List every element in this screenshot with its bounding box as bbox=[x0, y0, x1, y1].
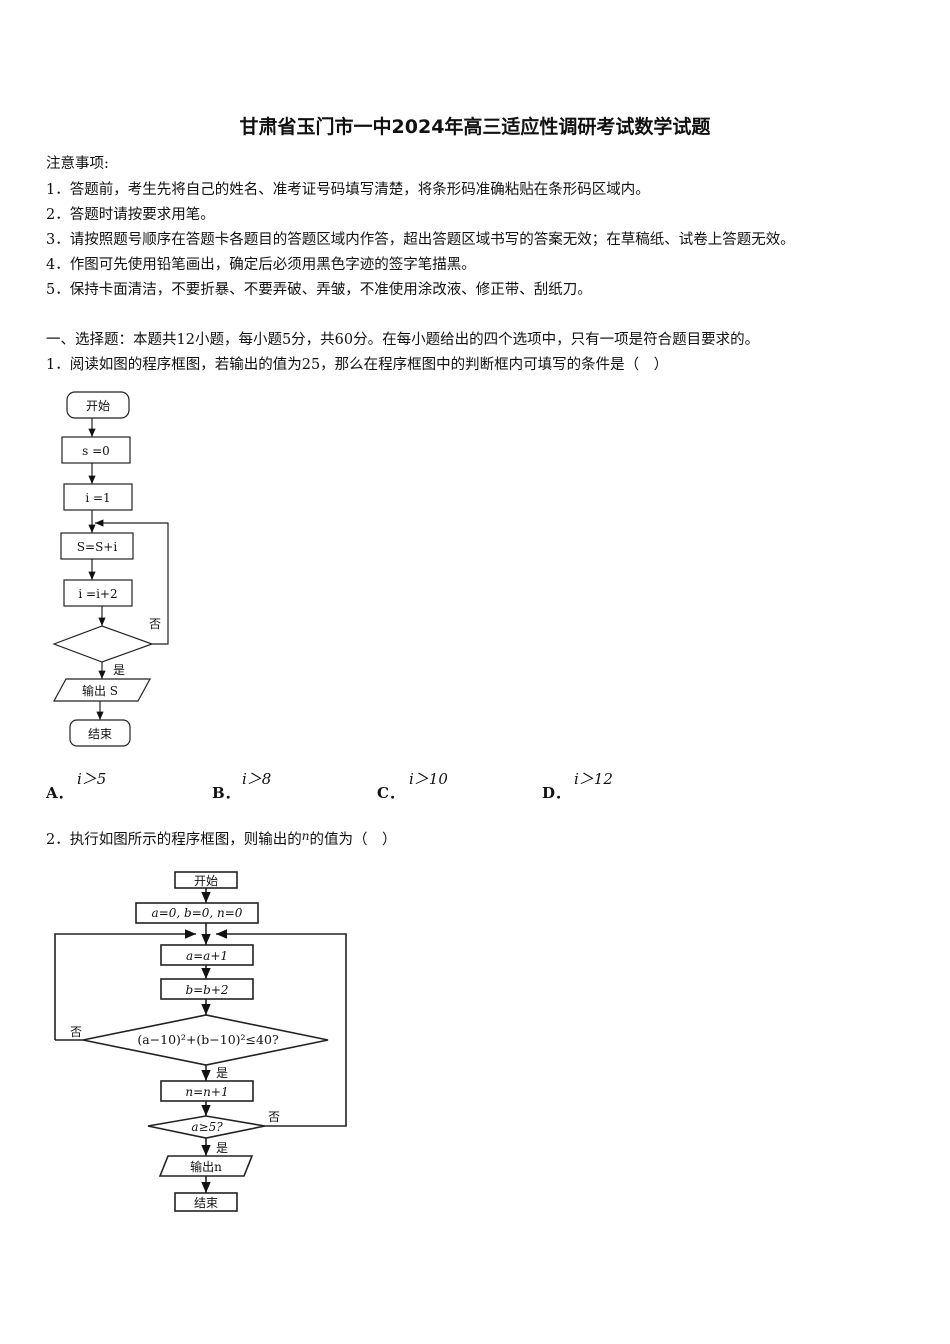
left-loop-line bbox=[54, 929, 196, 1040]
option-a-value: i＞5 bbox=[77, 770, 107, 788]
flow1-ss-label: S=S+i bbox=[77, 540, 118, 554]
s-update-box bbox=[60, 532, 134, 560]
question-1-stem: 1．阅读如图的程序框图，若输出的值为25，那么在程序框图中的判断框内可填写的条件… bbox=[46, 357, 669, 373]
s-init-box bbox=[61, 436, 131, 464]
condition2-diamond bbox=[147, 1115, 266, 1139]
init-box bbox=[135, 902, 259, 924]
question-2-stem-var: n bbox=[301, 829, 310, 843]
notice-item-5: 5．保持卡面清洁，不要折暴、不要弄破、弄皱，不准使用涂改液、修正带、刮纸刀。 bbox=[46, 282, 592, 298]
flow2-no2-label: 否 bbox=[268, 1110, 280, 1124]
output-parallelogram bbox=[158, 1155, 254, 1177]
flow2-a-label: a=a+1 bbox=[186, 949, 228, 963]
flow2-start-label: 开始 bbox=[194, 874, 218, 888]
flow2-init-label: a=0, b=0, n=0 bbox=[152, 906, 243, 920]
end-box bbox=[174, 1192, 238, 1212]
option-d-value: i＞12 bbox=[574, 770, 613, 788]
notice-heading: 注意事项: bbox=[46, 156, 109, 172]
flow1-end-label: 结束 bbox=[88, 727, 112, 741]
section-heading: 一、选择题：本题共12小题，每小题5分，共60分。在每小题给出的四个选项中，只有… bbox=[46, 332, 760, 348]
decision-diamond bbox=[52, 625, 154, 663]
flow1-yes-label: 是 bbox=[113, 663, 125, 677]
n-update-box bbox=[160, 1080, 254, 1102]
flow1-no-label: 否 bbox=[149, 617, 161, 631]
right-loop-line bbox=[216, 929, 347, 1127]
notice-item-1: 1．答题前，考生先将自己的姓名、准考证号码填写清楚，将条形码准确粘贴在条形码区域… bbox=[46, 182, 650, 198]
option-c-letter: C． bbox=[377, 784, 404, 802]
flowchart-2: 开始 a=0, b=0, n=0 a=a+1 b=b+2 (a−10)²+(b−… bbox=[54, 871, 347, 1212]
option-b-letter: B． bbox=[212, 784, 240, 802]
flow1-i1-label: i =1 bbox=[85, 491, 110, 505]
option-c-value: i＞10 bbox=[409, 770, 448, 788]
flow2-output-label: 输出n bbox=[190, 1159, 222, 1174]
loop-back-line bbox=[95, 519, 169, 645]
flow2-no1-label: 否 bbox=[70, 1025, 82, 1039]
flow2-cond2-label: a≥5? bbox=[191, 1120, 223, 1134]
question-2-stem: 2．执行如图所示的程序框图，则输出的n的值为（ ） bbox=[46, 828, 396, 849]
flow1-s0-label: s =0 bbox=[82, 444, 110, 458]
flow2-end-label: 结束 bbox=[194, 1196, 218, 1210]
flow1-start-label: 开始 bbox=[86, 399, 110, 413]
b-update-box bbox=[160, 978, 254, 1000]
notice-item-4: 4．作图可先使用铅笔画出，确定后必须用黑色字迹的签字笔描黑。 bbox=[46, 257, 476, 273]
option-a-letter: A． bbox=[46, 784, 73, 802]
i-init-box bbox=[63, 483, 133, 511]
flow1-output-label: 输出 S bbox=[82, 683, 118, 698]
a-update-box bbox=[160, 944, 254, 966]
option-d-letter: D． bbox=[542, 784, 571, 802]
i-update-box bbox=[63, 579, 133, 607]
flow2-n-label: n=n+1 bbox=[185, 1085, 228, 1099]
start-terminal bbox=[66, 391, 130, 419]
flow1-ii-label: i =i+2 bbox=[78, 587, 117, 601]
flowchart-1: 开始 s =0 i =1 S=S+i i =i+2 否 是 输出 S 结束 bbox=[52, 391, 169, 747]
flow2-yes1-label: 是 bbox=[216, 1066, 228, 1080]
question-2-stem-post: 的值为（ ） bbox=[309, 832, 397, 848]
flow2-b-label: b=b+2 bbox=[185, 983, 228, 997]
notice-item-2: 2．答题时请按要求用笔。 bbox=[46, 207, 215, 223]
output-parallelogram bbox=[52, 678, 152, 702]
flow2-cond-label: (a−10)²+(b−10)²≤40? bbox=[137, 1032, 279, 1047]
condition-diamond bbox=[82, 1014, 329, 1066]
question-2-stem-pre: 2．执行如图所示的程序框图，则输出的 bbox=[46, 832, 302, 848]
option-b-value: i＞8 bbox=[242, 770, 272, 788]
page-title: 甘肃省玉门市一中2024年高三适应性调研考试数学试题 bbox=[239, 116, 711, 138]
end-terminal bbox=[69, 719, 131, 747]
flow2-yes2-label: 是 bbox=[216, 1141, 228, 1155]
notice-item-3: 3．请按照题号顺序在答题卡各题目的答题区域内作答，超出答题区域书写的答案无效；在… bbox=[46, 232, 795, 248]
